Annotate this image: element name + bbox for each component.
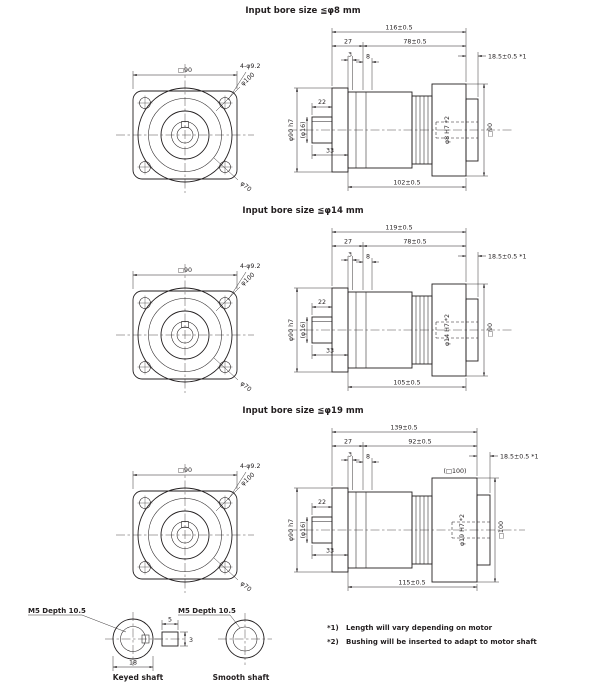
dim-bottom: 105±0.5 [393,380,420,387]
label-tap-smooth: M5 Depth 10.5 [178,607,236,615]
label-front-spigot: φ70 [239,380,253,393]
dim-overall: 119±0.5 [385,225,412,232]
dim-small-a: 3 [348,252,352,259]
dim-len-b: 78±0.5 [403,39,426,46]
caption-keyed-shaft: Keyed shaft [113,673,164,682]
smooth-shaft-detail: M5 Depth 10.5 Smooth shaft [178,607,272,682]
label-front-holes: 4-φ9.2 [240,463,260,470]
section-title: Input bore size ≦φ19 mm [242,406,363,416]
label-front-bcd: φ100 [240,71,257,87]
front-view: □90 4-φ9.2 φ100 φ70 [116,263,260,393]
side-view: 116±0.5 27 78±0.5 3 8 22 33 18.5±0.5 *1 … [288,25,526,191]
dim-flange-dia: φ90 h7 [288,319,295,341]
section-drawing-2: Input bore size ≦φ14 mm □90 4-φ9.2 φ100 … [116,206,526,393]
shaft-details: M5 Depth 10.5 5 3 18 Keyed shaft M5 Dept… [28,607,537,682]
dim-small-b: 8 [366,454,370,461]
dim-shaft-dia: (φ16) [300,321,307,338]
dim-bottom: 115±0.5 [398,580,425,587]
label-front-bcd: φ100 [240,271,257,287]
dim-bottom: 102±0.5 [393,180,420,187]
dim-key-flat: 18 [129,660,137,667]
dim-small-b: 8 [366,54,370,61]
dim-len-b: 92±0.5 [408,439,431,446]
dim-left-b: 33 [326,148,334,155]
dim-front-square: □90 [178,267,192,274]
side-view: 119±0.5 27 78±0.5 3 8 22 33 18.5±0.5 *1 … [288,225,526,391]
dim-flange-dia: φ90 h7 [288,119,295,141]
dim-front-square: □90 [178,467,192,474]
dim-right: 18.5±0.5 *1 [488,254,526,261]
label-front-holes: 4-φ9.2 [240,263,260,270]
dim-flange-dia: φ90 h7 [288,519,295,541]
dim-right: 18.5±0.5 *1 [500,454,538,461]
dim-left-a: 22 [318,99,326,106]
dim-bore: φ14 H7 *2 [444,314,451,346]
dim-len-a: 27 [344,439,352,446]
dim-bore: φ19 H7 *2 [459,514,466,546]
dim-len-b: 78±0.5 [403,239,426,246]
dim-left-b: 33 [326,548,334,555]
note-1-ref: *1) [327,624,339,632]
dim-motor-flange: □90 [487,123,494,137]
dim-shaft-dia: (φ16) [300,121,307,138]
dim-overall: 116±0.5 [385,25,412,32]
dim-len-a: 27 [344,39,352,46]
caption-smooth-shaft: Smooth shaft [213,673,270,682]
section-drawing-1: Input bore size ≦φ8 mm □90 4-φ9.2 φ100 φ… [116,6,526,193]
dim-right: 18.5±0.5 *1 [488,54,526,61]
dim-overall: 139±0.5 [390,425,417,432]
section-drawing-3: Input bore size ≦φ19 mm □90 4-φ9.2 φ100 … [116,406,538,593]
note-1-text: Length will vary depending on motor [346,624,493,632]
dim-shaft-dia: (φ16) [300,521,307,538]
label-front-holes: 4-φ9.2 [240,63,260,70]
dim-left-a: 22 [318,299,326,306]
keyed-shaft-detail: M5 Depth 10.5 5 3 18 Keyed shaft [28,607,193,682]
dim-len-a: 27 [344,239,352,246]
section-title: Input bore size ≦φ8 mm [245,6,360,16]
dim-small-a: 3 [348,52,352,59]
dim-motor-flange: □100 [498,521,505,539]
note-2-ref: *2) [327,638,339,646]
dim-left-b: 33 [326,348,334,355]
label-tap-keyed: M5 Depth 10.5 [28,607,86,615]
dim-left-a: 22 [318,499,326,506]
dim-key-height: 3 [189,637,193,644]
dim-small-b: 8 [366,254,370,261]
footnotes: *1) Length will vary depending on motor … [327,624,537,646]
label-front-spigot: φ70 [239,180,253,193]
section-title: Input bore size ≦φ14 mm [242,206,363,216]
note-2-text: Bushing will be inserted to adapt to mot… [346,638,537,646]
side-view: 139±0.5 27 92±0.5 3 8 22 33 18.5±0.5 *1 … [288,425,538,591]
dim-front-square: □90 [178,67,192,74]
front-view: □90 4-φ9.2 φ100 φ70 [116,63,260,193]
label-front-bcd: φ100 [240,471,257,487]
label-front-spigot: φ70 [239,580,253,593]
dim-key-width: 5 [168,617,172,624]
dim-bore: φ8 H7 *2 [444,116,451,144]
dim-motor-flange: □90 [487,323,494,337]
front-view: □90 4-φ9.2 φ100 φ70 [116,463,260,593]
dim-small-a: 3 [348,452,352,459]
label-extra: (□100) [444,468,467,475]
